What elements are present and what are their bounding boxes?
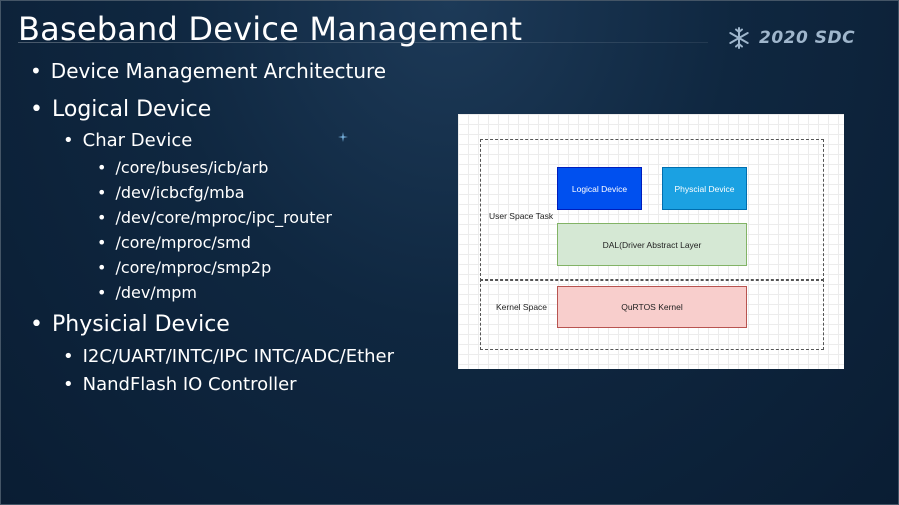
physical-item-text: NandFlash IO Controller (82, 374, 297, 395)
sparkle-icon (338, 132, 348, 142)
user-space-label: User Space Task (489, 211, 554, 221)
sdc-logo: 2020 SDC (727, 26, 855, 50)
char-item-text: /dev/mpm (115, 283, 198, 302)
physical-item: •NandFlash IO Controller (63, 374, 297, 395)
char-item: •/core/mproc/smd (97, 233, 251, 252)
user-space-region (480, 139, 824, 281)
char-item: •/core/mproc/smp2p (97, 258, 272, 277)
kernel-space-region (480, 279, 824, 350)
physical-item: •I2C/UART/INTC/IPC INTC/ADC/Ether (63, 346, 395, 367)
bullet-text: Char Device (82, 130, 193, 151)
bullet-text: Logical Device (51, 97, 212, 122)
char-item-text: /dev/icbcfg/mba (115, 183, 245, 202)
dal-box: DAL(Driver Abstract Layer (557, 223, 747, 266)
kernel-space-label: Kernel Space (496, 302, 548, 312)
char-item-text: /core/mproc/smd (115, 233, 251, 252)
snowflake-icon (729, 27, 749, 49)
char-item: •/dev/icbcfg/mba (97, 183, 245, 202)
char-item-text: /dev/core/mproc/ipc_router (115, 208, 332, 227)
char-item-text: /core/mproc/smp2p (115, 258, 272, 277)
bullet-architecture: •Device Management Architecture (30, 59, 387, 83)
physical-item-text: I2C/UART/INTC/IPC INTC/ADC/Ether (82, 346, 395, 367)
physical-device-box: Physcial Device (662, 167, 747, 210)
bullet-text: Physicial Device (51, 312, 230, 337)
bullet-logical-device: •Logical Device (30, 97, 212, 122)
title-underline (18, 42, 708, 43)
architecture-diagram: User Space Task Kernel Space Logical Dev… (458, 114, 844, 369)
logical-device-box: Logical Device (557, 167, 642, 210)
logo-text: 2020 SDC (759, 28, 856, 48)
char-item: •/dev/core/mproc/ipc_router (97, 208, 332, 227)
bullet-char-device: •Char Device (63, 130, 193, 151)
slide-title: Baseband Device Management (18, 10, 523, 48)
bullet-text: Device Management Architecture (50, 59, 387, 83)
bullet-physical-device: •Physicial Device (30, 312, 230, 337)
char-item: •/core/buses/icb/arb (97, 158, 269, 177)
kernel-box: QuRTOS Kernel (557, 286, 747, 328)
char-item-text: /core/buses/icb/arb (115, 158, 269, 177)
char-item: •/dev/mpm (97, 283, 198, 302)
